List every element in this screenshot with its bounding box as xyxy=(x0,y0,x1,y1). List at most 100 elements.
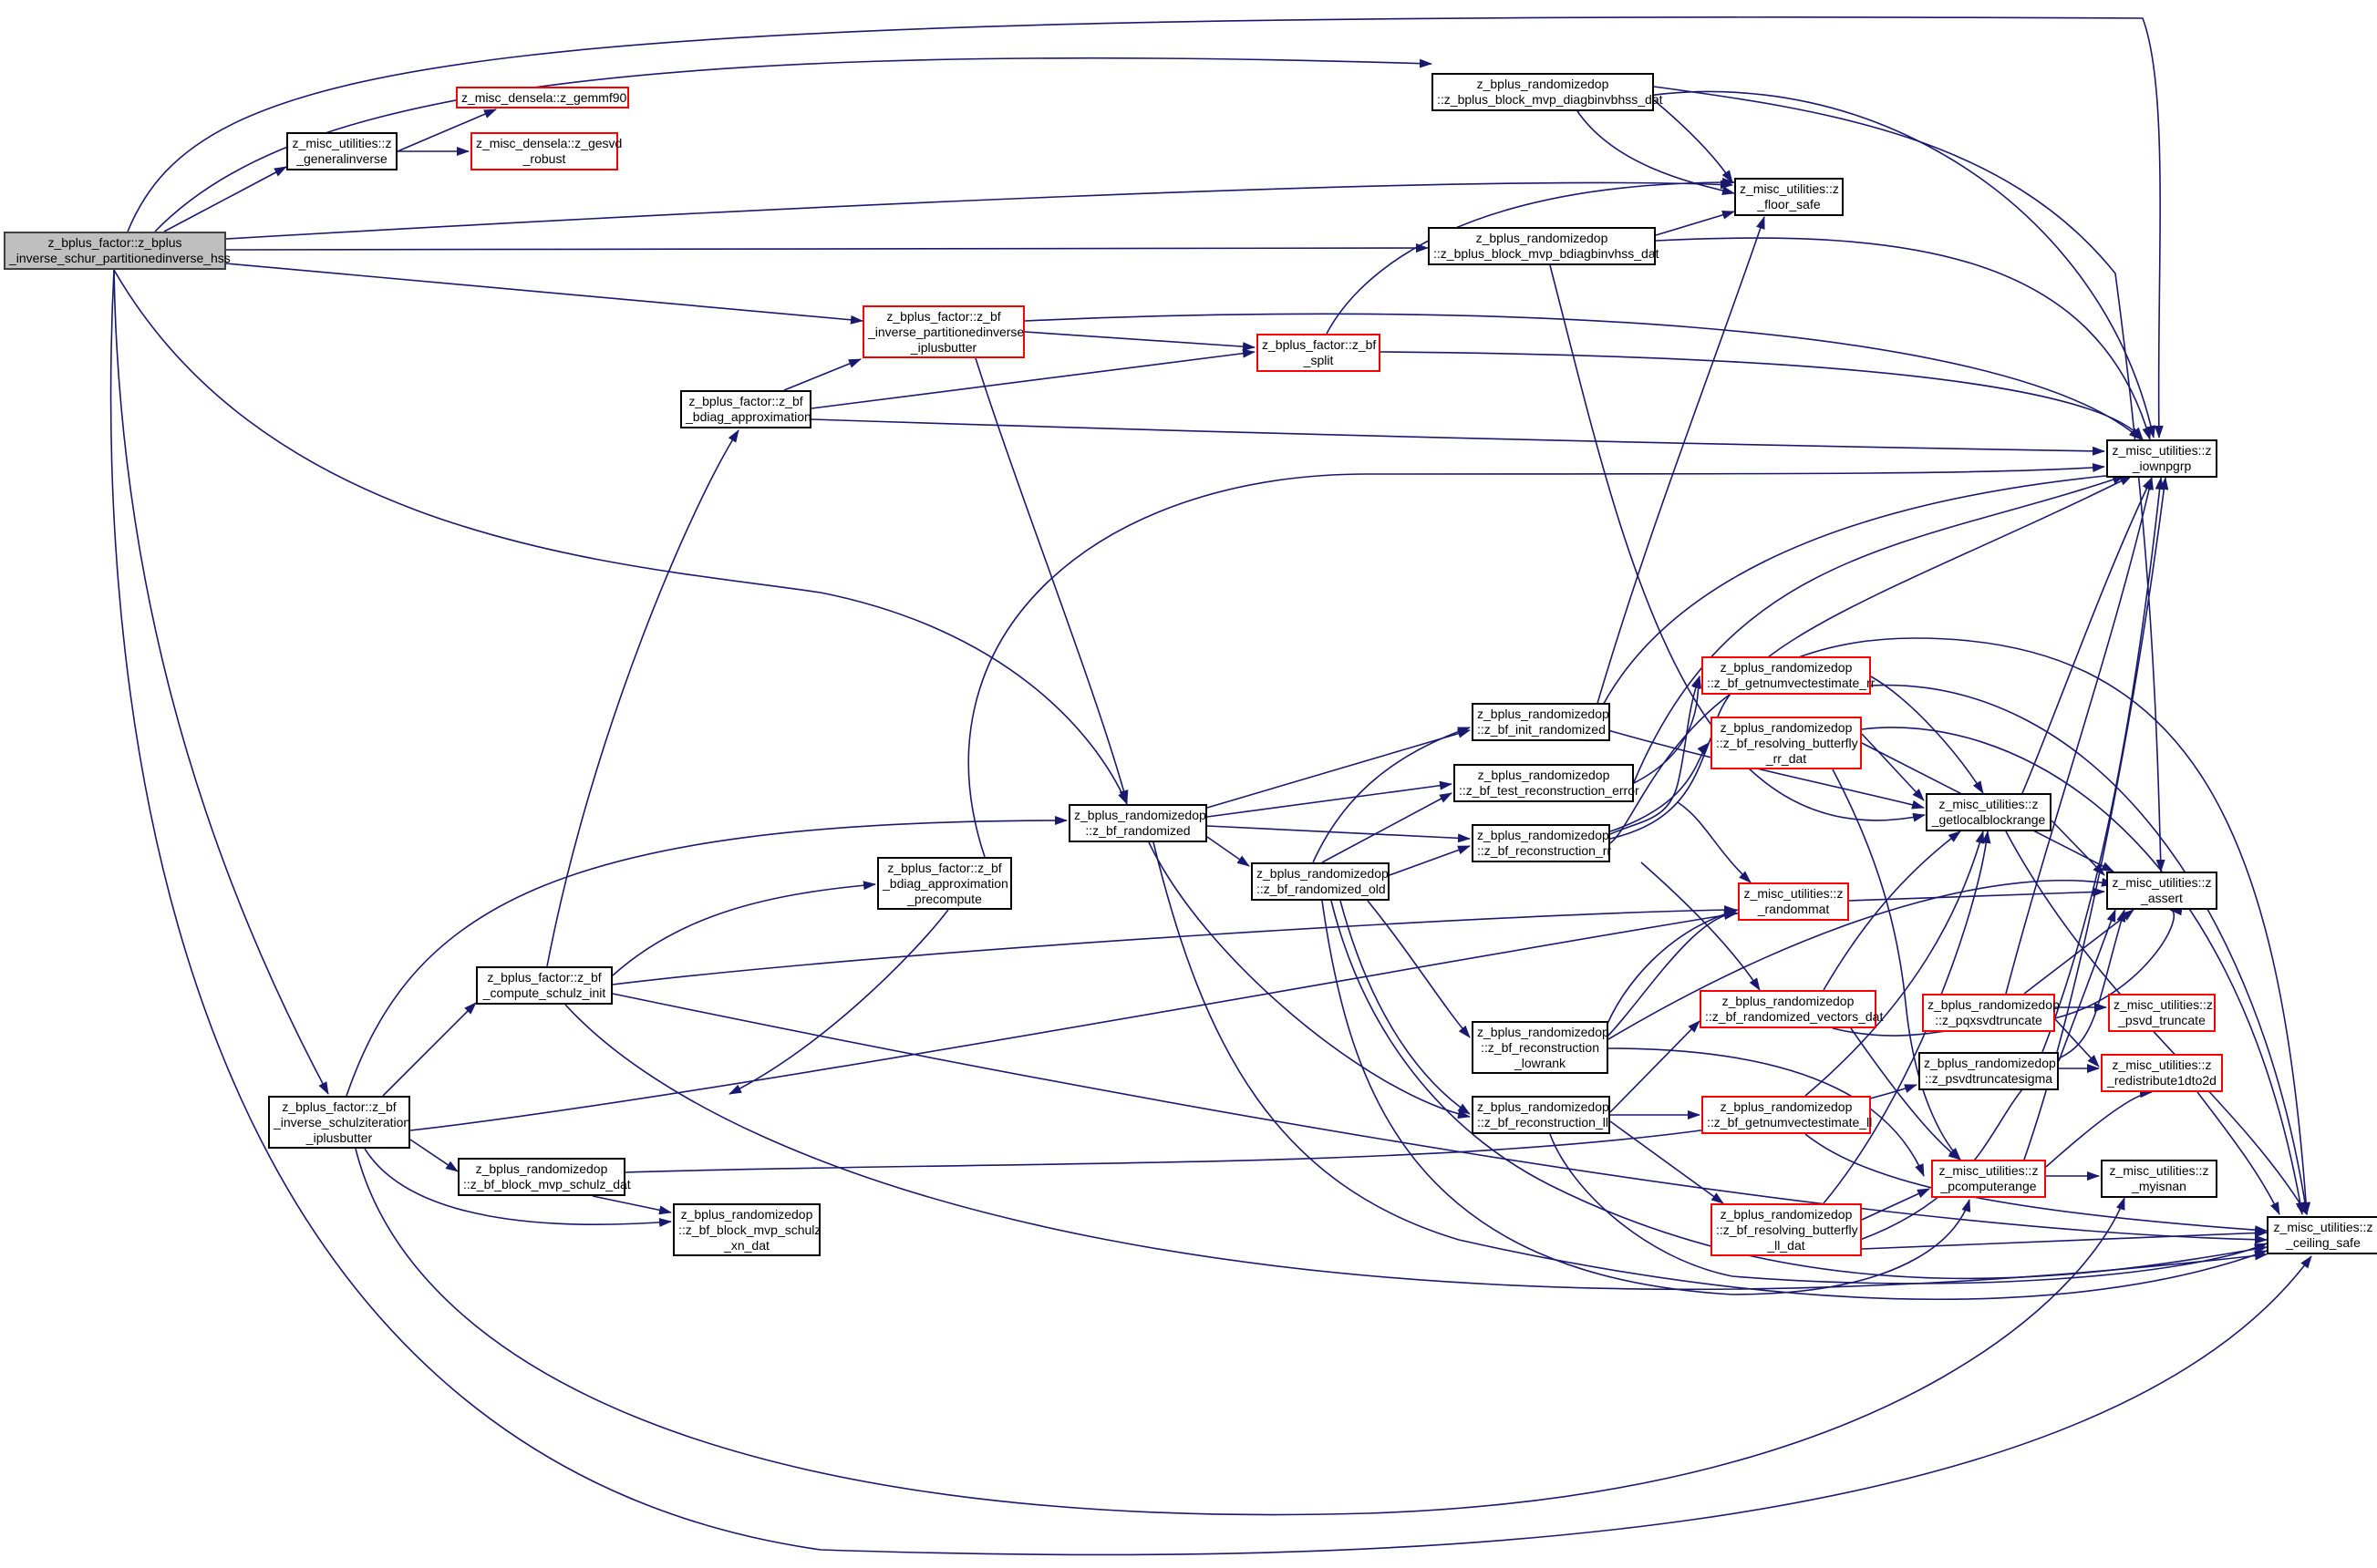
call-edge xyxy=(2054,1018,2100,1068)
call-edge xyxy=(1653,99,1733,183)
call-edge xyxy=(1321,900,1971,1295)
call-edge xyxy=(1586,216,1765,742)
call-edge xyxy=(1024,313,2142,440)
call-edge xyxy=(546,429,739,967)
node-z-generalinverse[interactable]: z_misc_utilities::z_generalinverse xyxy=(286,132,398,170)
node-bf-randomized[interactable]: z_bplus_randomizedop::z_bf_randomized xyxy=(1069,804,1207,842)
node-z-floor-safe[interactable]: z_misc_utilities::z_floor_safe xyxy=(1734,178,1844,216)
node-bf-init-randomized[interactable]: z_bplus_randomizedop::z_bf_init_randomiz… xyxy=(1472,703,1610,741)
node-label: _pcomputerange xyxy=(1940,1179,2037,1193)
call-edge xyxy=(967,462,2105,858)
call-edge xyxy=(1655,237,2152,440)
call-edge xyxy=(1586,470,2125,742)
call-edge xyxy=(1604,728,1925,810)
node-bf-reconstruction-lowrank[interactable]: z_bplus_randomizedop::z_bf_reconstructio… xyxy=(1472,1021,1609,1074)
node-label: z_bplus_randomizedop xyxy=(1477,828,1609,842)
node-label: _iplusbutter xyxy=(910,339,977,355)
node-bf-split[interactable]: z_bplus_factor::z_bf_split xyxy=(1256,334,1380,372)
node-label: _robust xyxy=(522,151,566,166)
node-label: z_misc_utilities::z xyxy=(1740,181,1839,196)
node-z-getlocalblockrange[interactable]: z_misc_utilities::z_getlocalblockrange xyxy=(1926,793,2051,831)
node-bf-reconstruction-rr[interactable]: z_bplus_randomizedop::z_bf_reconstructio… xyxy=(1472,824,1611,862)
call-edge xyxy=(2041,477,2165,1053)
node-inverse-schulziteration[interactable]: z_bplus_factor::z_bf_inverse_schulzitera… xyxy=(268,1096,410,1149)
call-edge xyxy=(113,269,329,1095)
node-label: _psvd_truncate xyxy=(2118,1013,2206,1027)
call-edge xyxy=(1861,1188,1930,1221)
node-label: _lowrank xyxy=(1514,1055,1566,1070)
call-edge xyxy=(612,993,2268,1244)
node-label: z_misc_utilities::z xyxy=(2109,1163,2209,1178)
node-label: z_bplus_randomizedop xyxy=(680,1206,813,1222)
node-psvdtruncatesigma[interactable]: z_bplus_randomizedop::z_psvdtruncatesigm… xyxy=(1918,1052,2059,1090)
call-edge xyxy=(1607,1047,1925,1177)
node-label: ::z_bf_resolving_butterfly xyxy=(1716,1222,1858,1237)
call-edge xyxy=(225,243,1429,253)
call-edge xyxy=(1604,908,1739,1040)
node-getnumvectestimate-ll[interactable]: z_bplus_randomizedop::z_bf_getnumvectest… xyxy=(1701,1096,1872,1134)
node-resolving-butterfly-ll[interactable]: z_bplus_randomizedop::z_bf_resolving_but… xyxy=(1710,1203,1862,1256)
call-edge xyxy=(1655,210,1735,236)
node-label: z_bplus_randomizedop xyxy=(1477,707,1609,721)
call-edge xyxy=(1604,908,1739,1031)
node-bf-randomized-old[interactable]: z_bplus_randomizedop::z_bf_randomized_ol… xyxy=(1251,862,1390,901)
call-edge xyxy=(1206,780,1452,818)
node-label: z_misc_utilities::z xyxy=(2112,875,2212,890)
node-label: z_bplus_randomizedop xyxy=(1475,231,1608,245)
node-label: _assert xyxy=(2141,891,2183,905)
node-randomized-vectors-dat[interactable]: z_bplus_randomizedop::z_bf_randomized_ve… xyxy=(1700,990,1883,1028)
node-label: z_bplus_factor::z_bf xyxy=(887,860,1002,875)
node-z-iownpgrp[interactable]: z_misc_utilities::z_iownpgrp xyxy=(2106,439,2217,478)
call-edge xyxy=(1823,830,1961,991)
node-z-assert[interactable]: z_misc_utilities::z_assert xyxy=(2106,872,2217,910)
call-edge xyxy=(1848,887,2105,902)
node-label: _inverse_schur_partitionedinverse_hss xyxy=(9,251,231,265)
node-label: ::z_bf_reconstruction_ll xyxy=(1477,1115,1608,1130)
call-edge xyxy=(729,909,949,1095)
node-mvp-bdiagbinvhss[interactable]: z_bplus_randomizedop::z_bplus_block_mvp_… xyxy=(1428,227,1659,265)
call-edge xyxy=(1312,727,1471,863)
call-edge xyxy=(1653,86,2165,872)
node-label: ::z_bf_getnumvectestimate_rr xyxy=(1707,676,1876,690)
call-edge xyxy=(225,263,863,325)
node-label: _myisnan xyxy=(2132,1179,2186,1193)
node-bf-test-reconstruction-error[interactable]: z_bplus_randomizedop::z_bf_test_reconstr… xyxy=(1453,764,1639,802)
node-compute-schulz-init[interactable]: z_bplus_factor::z_bf_compute_schulz_init xyxy=(476,966,613,1005)
node-z-myisnan[interactable]: z_misc_utilities::z_myisnan xyxy=(2101,1160,2217,1198)
call-edge xyxy=(612,905,1737,985)
call-edge xyxy=(1206,728,1471,809)
call-edge xyxy=(612,881,876,976)
call-edge xyxy=(113,269,1128,805)
call-edge xyxy=(163,166,287,232)
node-label: ::z_pqxsvdtruncate xyxy=(1935,1013,2042,1027)
call-edge xyxy=(1832,769,1961,1161)
node-z-randommat[interactable]: z_misc_utilities::z_randommat xyxy=(1738,882,1849,921)
node-resolving-butterfly-rr[interactable]: z_bplus_randomizedop::z_bf_resolving_but… xyxy=(1710,717,1862,769)
node-z-pcomputerange[interactable]: z_misc_utilities::z_pcomputerange xyxy=(1931,1160,2046,1198)
node-block-mvp-schulz-xn-dat[interactable]: z_bplus_randomizedop::z_bf_block_mvp_sch… xyxy=(673,1203,821,1256)
node-z-ceiling-safe[interactable]: z_misc_utilities::z_ceiling_safe xyxy=(2267,1216,2377,1254)
node-bf-reconstruction-ll[interactable]: z_bplus_randomizedop::z_bf_reconstructio… xyxy=(1472,1096,1610,1134)
node-label: _inverse_partitionedinverse xyxy=(868,324,1025,339)
node-label: _ll_dat xyxy=(1767,1237,1805,1253)
node-z-gemmf90[interactable]: z_misc_densela::z_gemmf90 xyxy=(456,87,629,108)
node-z-psvd-truncate[interactable]: z_misc_utilities::z_psvd_truncate xyxy=(2108,994,2216,1032)
node-block-mvp-schulz-dat[interactable]: z_bplus_randomizedop::z_bf_block_mvp_sch… xyxy=(458,1158,631,1196)
node-getnumvectestimate-rr[interactable]: z_bplus_randomizedop::z_bf_getnumvectest… xyxy=(1701,656,1876,695)
call-edge xyxy=(397,108,497,152)
node-mvp-diagbinvbhss[interactable]: z_bplus_randomizedop::z_bplus_block_mvp_… xyxy=(1431,73,1663,111)
node-bdiag-approximation-precompute[interactable]: z_bplus_factor::z_bf_bdiag_approximation… xyxy=(877,857,1012,910)
node-label: z_bplus_randomizedop xyxy=(1720,1099,1853,1114)
call-edge xyxy=(975,357,1129,803)
call-edge xyxy=(2005,830,2308,1215)
node-bdiag-approximation[interactable]: z_bplus_factor::z_bf_bdiag_approximation xyxy=(680,390,811,428)
call-edge xyxy=(1609,742,1710,832)
call-edge xyxy=(2045,1088,2153,1168)
node-inverse-partitionedinverse[interactable]: z_bplus_factor::z_bf_inverse_partitioned… xyxy=(863,305,1025,358)
node-pqxsvdtruncate[interactable]: z_bplus_randomizedop::z_pqxsvdtruncate xyxy=(1922,994,2060,1032)
call-edge xyxy=(1861,733,1925,801)
node-z-gesvd-robust[interactable]: z_misc_densela::z_gesvd_robust xyxy=(470,132,623,170)
node-label: z_misc_densela::z_gesvd xyxy=(476,136,623,150)
node-z-redistribute1dto2d[interactable]: z_misc_utilities::z_redistribute1dto2d xyxy=(2101,1054,2223,1092)
